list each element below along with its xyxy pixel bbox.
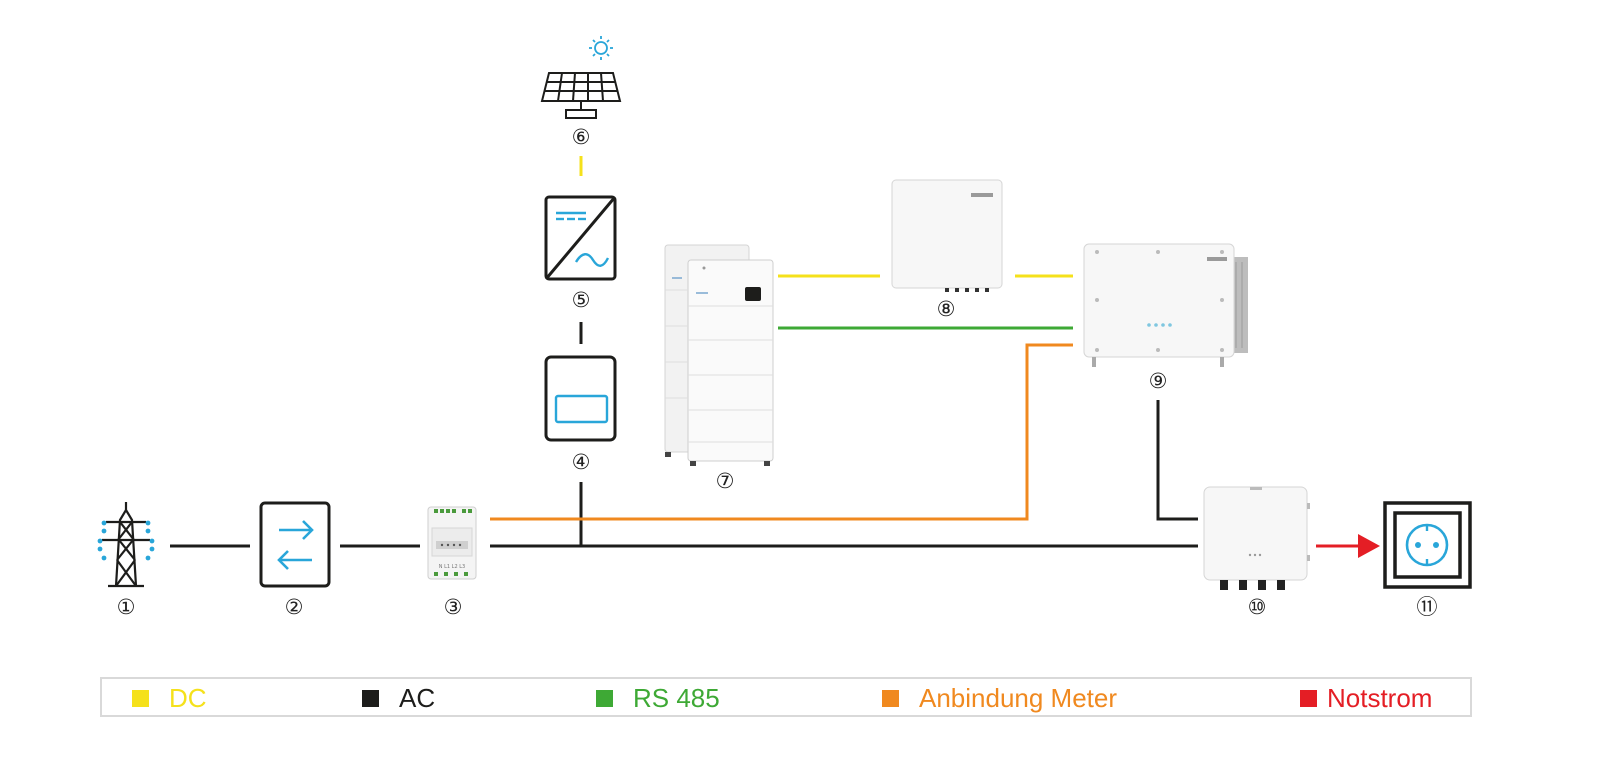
legend-label-ac: AC <box>399 682 436 713</box>
legend-label-meter: Anbindung Meter <box>919 682 1118 713</box>
meter-line-din-to-hybrid <box>490 343 1073 521</box>
legend-item-meter: Anbindung Meter <box>882 682 1117 714</box>
legend-item-notstrom: Notstrom <box>1300 682 1432 714</box>
component-number-4: ④ <box>572 450 591 474</box>
legend-item-ac: AC <box>362 682 435 714</box>
component-number-3: ③ <box>444 595 463 619</box>
legend: DC AC RS 485 Anbindung Meter Notstrom <box>100 677 1472 717</box>
backup-box-icon <box>1203 486 1310 590</box>
notstrom-arrow-head <box>1358 534 1380 558</box>
component-number-5: ⑤ <box>572 288 591 312</box>
power-socket-icon <box>1383 501 1472 589</box>
power-pylon-icon <box>97 502 155 588</box>
component-number-6: ⑥ <box>572 125 591 149</box>
ac-inverter-icon <box>544 355 617 442</box>
component-number-7: ⑦ <box>716 469 735 493</box>
ac-line-hybrid-to-backup <box>1156 400 1198 521</box>
meter-terminal-labels: N L1 L2 L3 <box>439 564 465 570</box>
dc-charger-icon <box>891 179 1003 292</box>
connections <box>170 156 1380 558</box>
legend-item-dc: DC <box>132 682 207 714</box>
battery-stack-icon <box>664 244 774 466</box>
bidirectional-meter-icon <box>259 501 331 588</box>
component-number-10: ⑩ <box>1248 595 1267 619</box>
component-number-9: ⑨ <box>1149 369 1168 393</box>
component-number-1: ① <box>117 595 136 619</box>
legend-swatch-rs485 <box>596 689 613 707</box>
component-number-8: ⑧ <box>937 297 956 321</box>
hybrid-inverter-icon <box>1083 243 1248 367</box>
legend-swatch-dc <box>132 689 149 707</box>
component-number-11: ⑪ <box>1417 595 1438 619</box>
legend-label-rs485: RS 485 <box>633 682 720 713</box>
legend-swatch-meter <box>882 689 899 707</box>
component-number-2: ② <box>285 595 304 619</box>
din-rail-meter-icon: N L1 L2 L3 <box>427 506 477 580</box>
dc-ac-inverter-icon <box>544 195 617 281</box>
legend-item-rs485: RS 485 <box>596 682 720 714</box>
legend-swatch-ac <box>362 689 379 707</box>
solar-panel-icon <box>540 36 622 119</box>
legend-label-dc: DC <box>169 682 207 713</box>
legend-label-notstrom: Notstrom <box>1327 682 1433 713</box>
legend-swatch-notstrom <box>1300 689 1317 707</box>
